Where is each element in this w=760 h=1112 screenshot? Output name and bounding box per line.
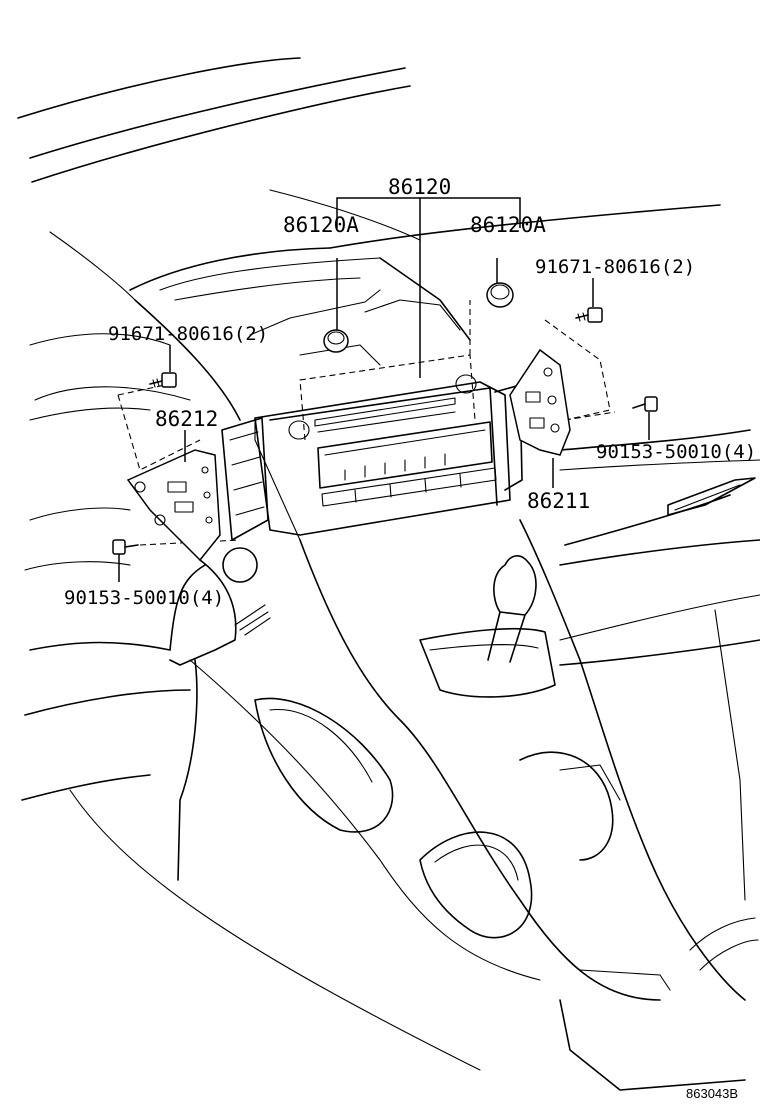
bolt-right: [632, 396, 658, 412]
bolt-left: [112, 539, 139, 555]
radio-head-unit: [221, 374, 523, 541]
leader-lines: [118, 197, 650, 582]
knob-right: [486, 282, 514, 308]
label-86120a-left: 86120A: [283, 213, 359, 237]
label-screw-left: 91671-80616(2): [108, 323, 268, 345]
label-86211: 86211: [527, 489, 590, 513]
right-bracket: [509, 348, 571, 456]
label-86120: 86120: [388, 175, 451, 199]
dashboard-outline: [17, 57, 760, 1071]
label-86212: 86212: [155, 407, 218, 431]
left-bracket: [126, 449, 271, 666]
label-bolt-right: 90153-50010(4): [596, 441, 756, 463]
screw-top-right: [575, 307, 603, 323]
figure-code: 863043B: [686, 1086, 738, 1101]
center-console: [169, 519, 759, 1091]
knob-left: [323, 329, 349, 353]
label-bolt-left: 90153-50010(4): [64, 587, 224, 609]
label-screw-top-right: 91671-80616(2): [535, 256, 695, 278]
label-86120a-right: 86120A: [470, 213, 546, 237]
screw-left: [149, 372, 177, 388]
part-labels: 86120 86120A 86120A 91671-80616(2) 91671…: [64, 175, 756, 1101]
